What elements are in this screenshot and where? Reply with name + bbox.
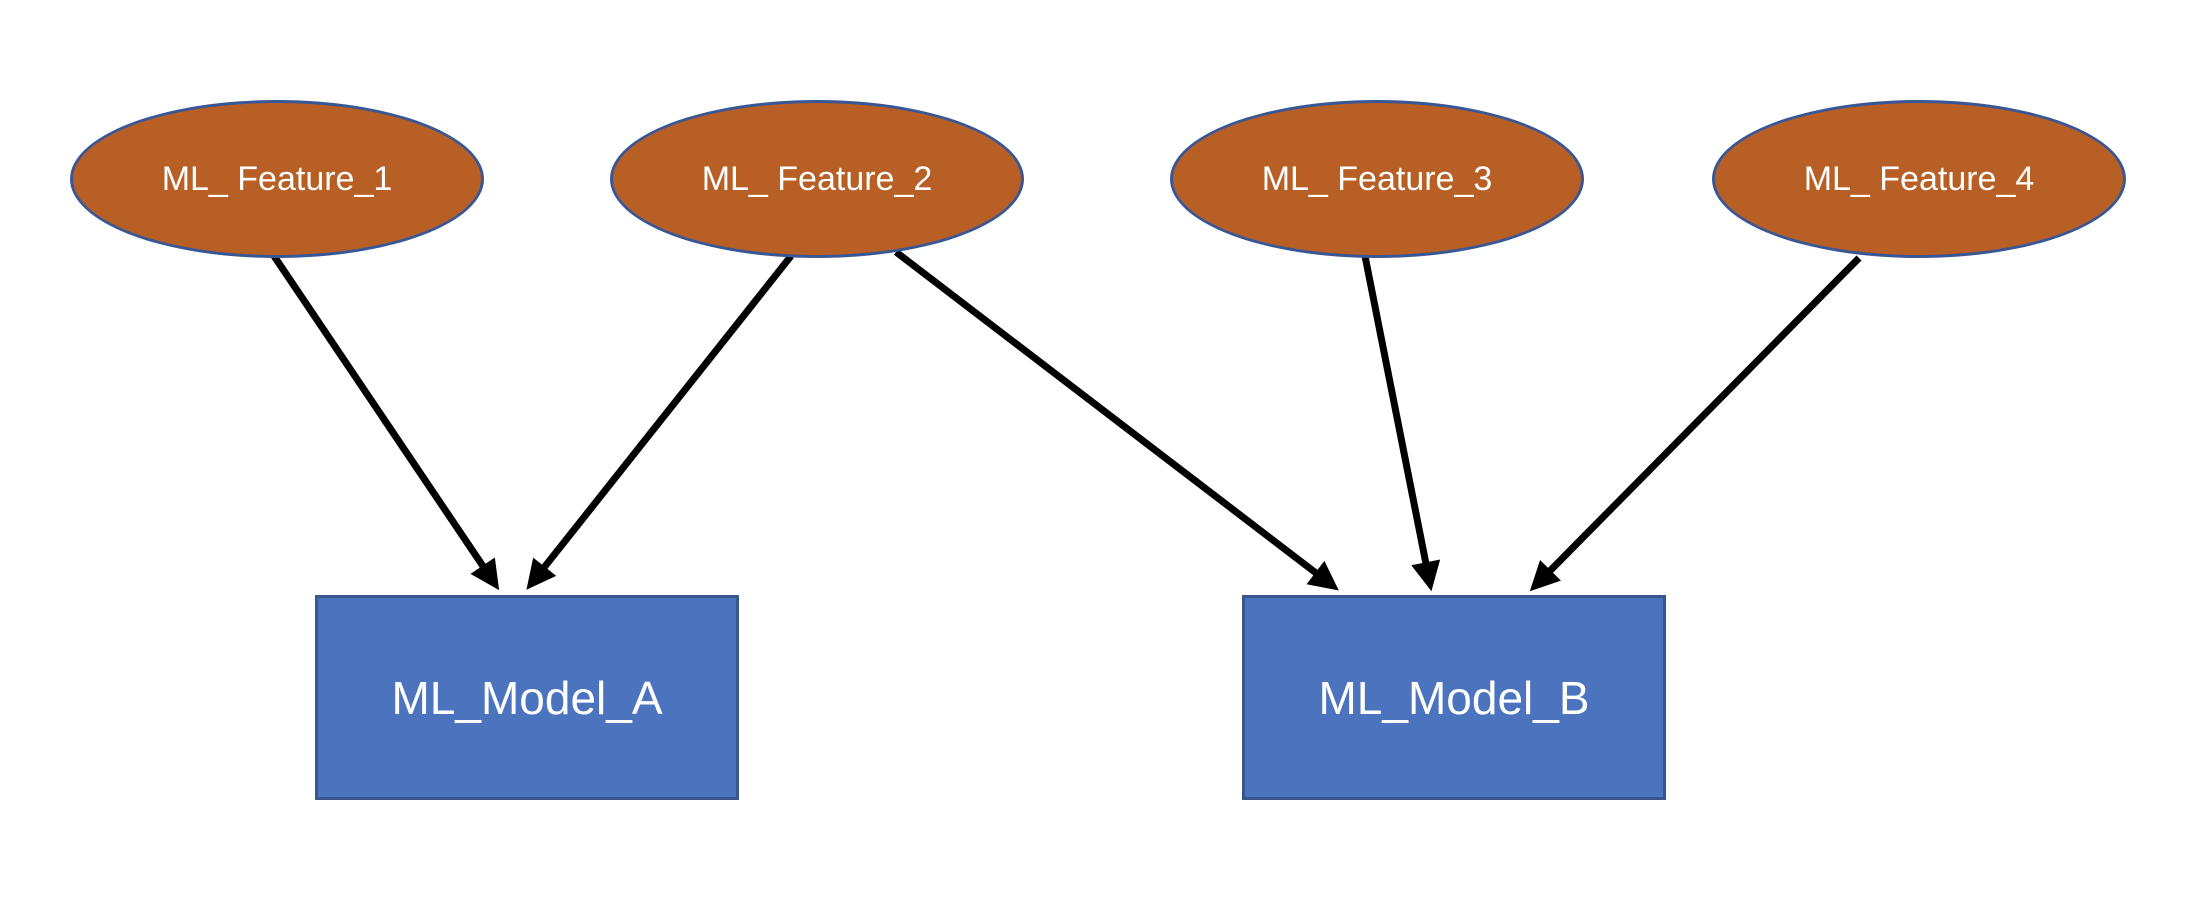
node-label: ML_ Feature_2	[701, 159, 933, 198]
node-ml-model-b: ML_Model_B	[1242, 595, 1666, 800]
edge-feature4-modelB	[1529, 255, 1862, 592]
node-ml-feature-2: ML_ Feature_2	[610, 100, 1024, 258]
node-ml-model-a: ML_Model_A	[315, 595, 739, 800]
edge-feature1-modelA	[271, 254, 500, 591]
node-label: ML_Model_A	[391, 671, 663, 724]
node-label: ML_ Feature_4	[1803, 159, 2035, 198]
node-label: ML_ Feature_1	[161, 159, 393, 198]
node-label: ML_Model_B	[1318, 671, 1590, 724]
node-ml-feature-1: ML_ Feature_1	[70, 100, 484, 258]
node-ml-feature-4: ML_ Feature_4	[1712, 100, 2126, 258]
edge-feature2-modelA	[526, 253, 794, 590]
edge-feature3-modelB	[1361, 255, 1441, 592]
node-ml-feature-3: ML_ Feature_3	[1170, 100, 1584, 258]
node-label: ML_ Feature_3	[1261, 159, 1493, 198]
edge-feature2-modelB	[893, 249, 1339, 591]
